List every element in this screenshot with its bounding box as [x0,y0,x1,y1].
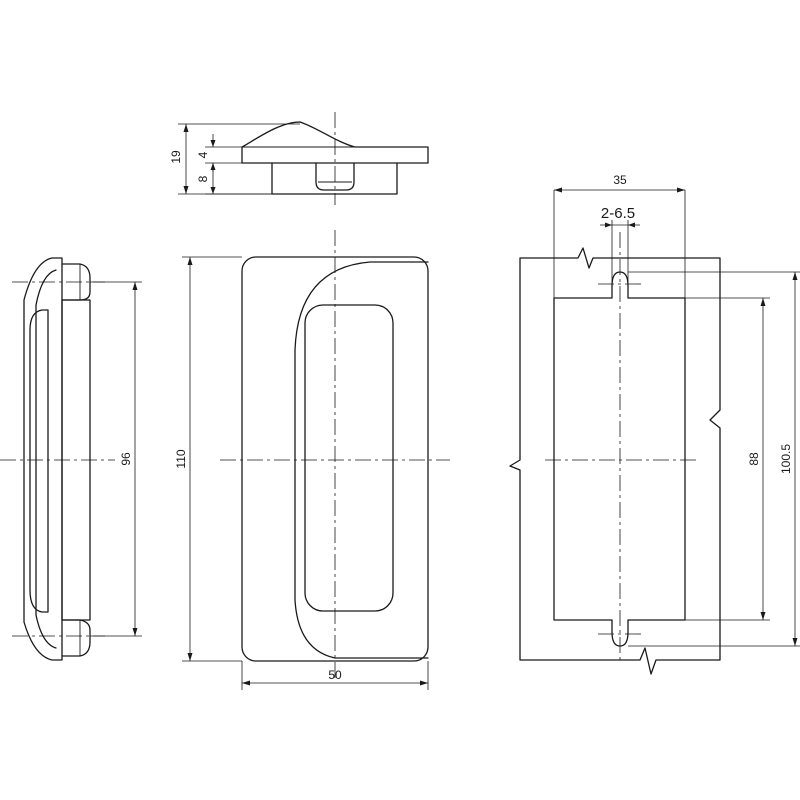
dim-label-35: 35 [613,173,627,187]
arrow [554,187,562,193]
front-view-pocket [304,304,394,612]
dim-label-19: 19 [169,150,183,164]
side-view-inner [35,269,57,649]
front-view-recess [294,261,429,659]
arrow [242,680,250,686]
side-view-outer [23,257,63,661]
arrow [420,680,428,686]
arrow [210,187,216,194]
arrow [132,628,138,636]
arrow [605,222,612,228]
side-view-pocket [29,309,49,613]
side-view: 96 [0,257,142,661]
arrow [187,653,193,661]
arrow [792,638,798,646]
arrow [760,298,766,306]
cutout-panel-outline [509,247,721,675]
dim-label-8: 8 [196,175,210,182]
top-view-stud [315,162,355,191]
arrow [187,257,193,265]
side-view-stud-bottom [61,619,91,657]
top-view: 19 4 8 [169,112,429,205]
dim-label-holes: 2-6.5 [601,205,635,222]
top-view-body [271,162,398,195]
arrow [210,140,216,147]
dim-label-88: 88 [747,452,761,466]
arrow [183,186,189,194]
cutout-view: 35 2-6.5 88 100.5 [509,173,800,675]
arrow [132,282,138,290]
dim-label-50: 50 [328,668,342,682]
side-view-stud-top [61,263,91,301]
arrow [677,187,685,193]
arrow [183,124,189,132]
arrow [792,272,798,280]
dim-label-100-5: 100.5 [779,444,793,474]
arrow [760,612,766,620]
cutout-opening [553,271,686,647]
dim-label-96: 96 [119,452,133,466]
dim-label-4: 4 [196,151,210,158]
dim-label-110: 110 [174,449,188,468]
arrow [628,222,635,228]
front-view: 110 50 [174,230,450,690]
